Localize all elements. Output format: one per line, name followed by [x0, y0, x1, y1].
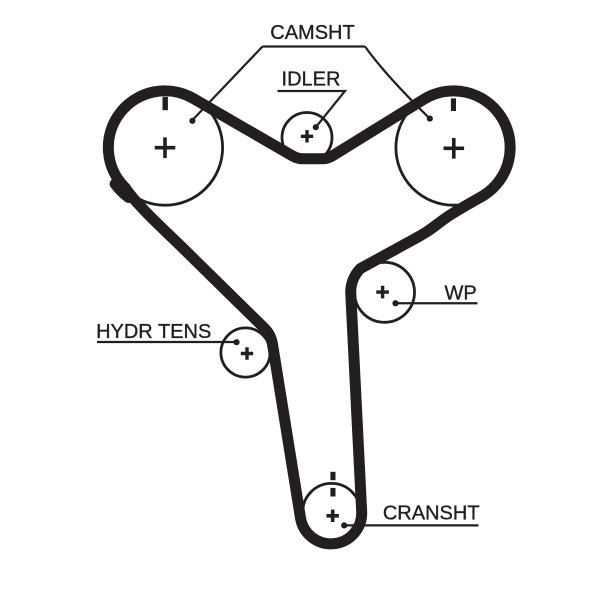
svg-text:HYDR TENS: HYDR TENS — [96, 321, 211, 343]
svg-text:IDLER: IDLER — [282, 68, 341, 90]
svg-text:CRANSHT: CRANSHT — [383, 503, 480, 525]
svg-text:WP: WP — [444, 283, 476, 305]
svg-text:CAMSHT: CAMSHT — [270, 22, 354, 44]
